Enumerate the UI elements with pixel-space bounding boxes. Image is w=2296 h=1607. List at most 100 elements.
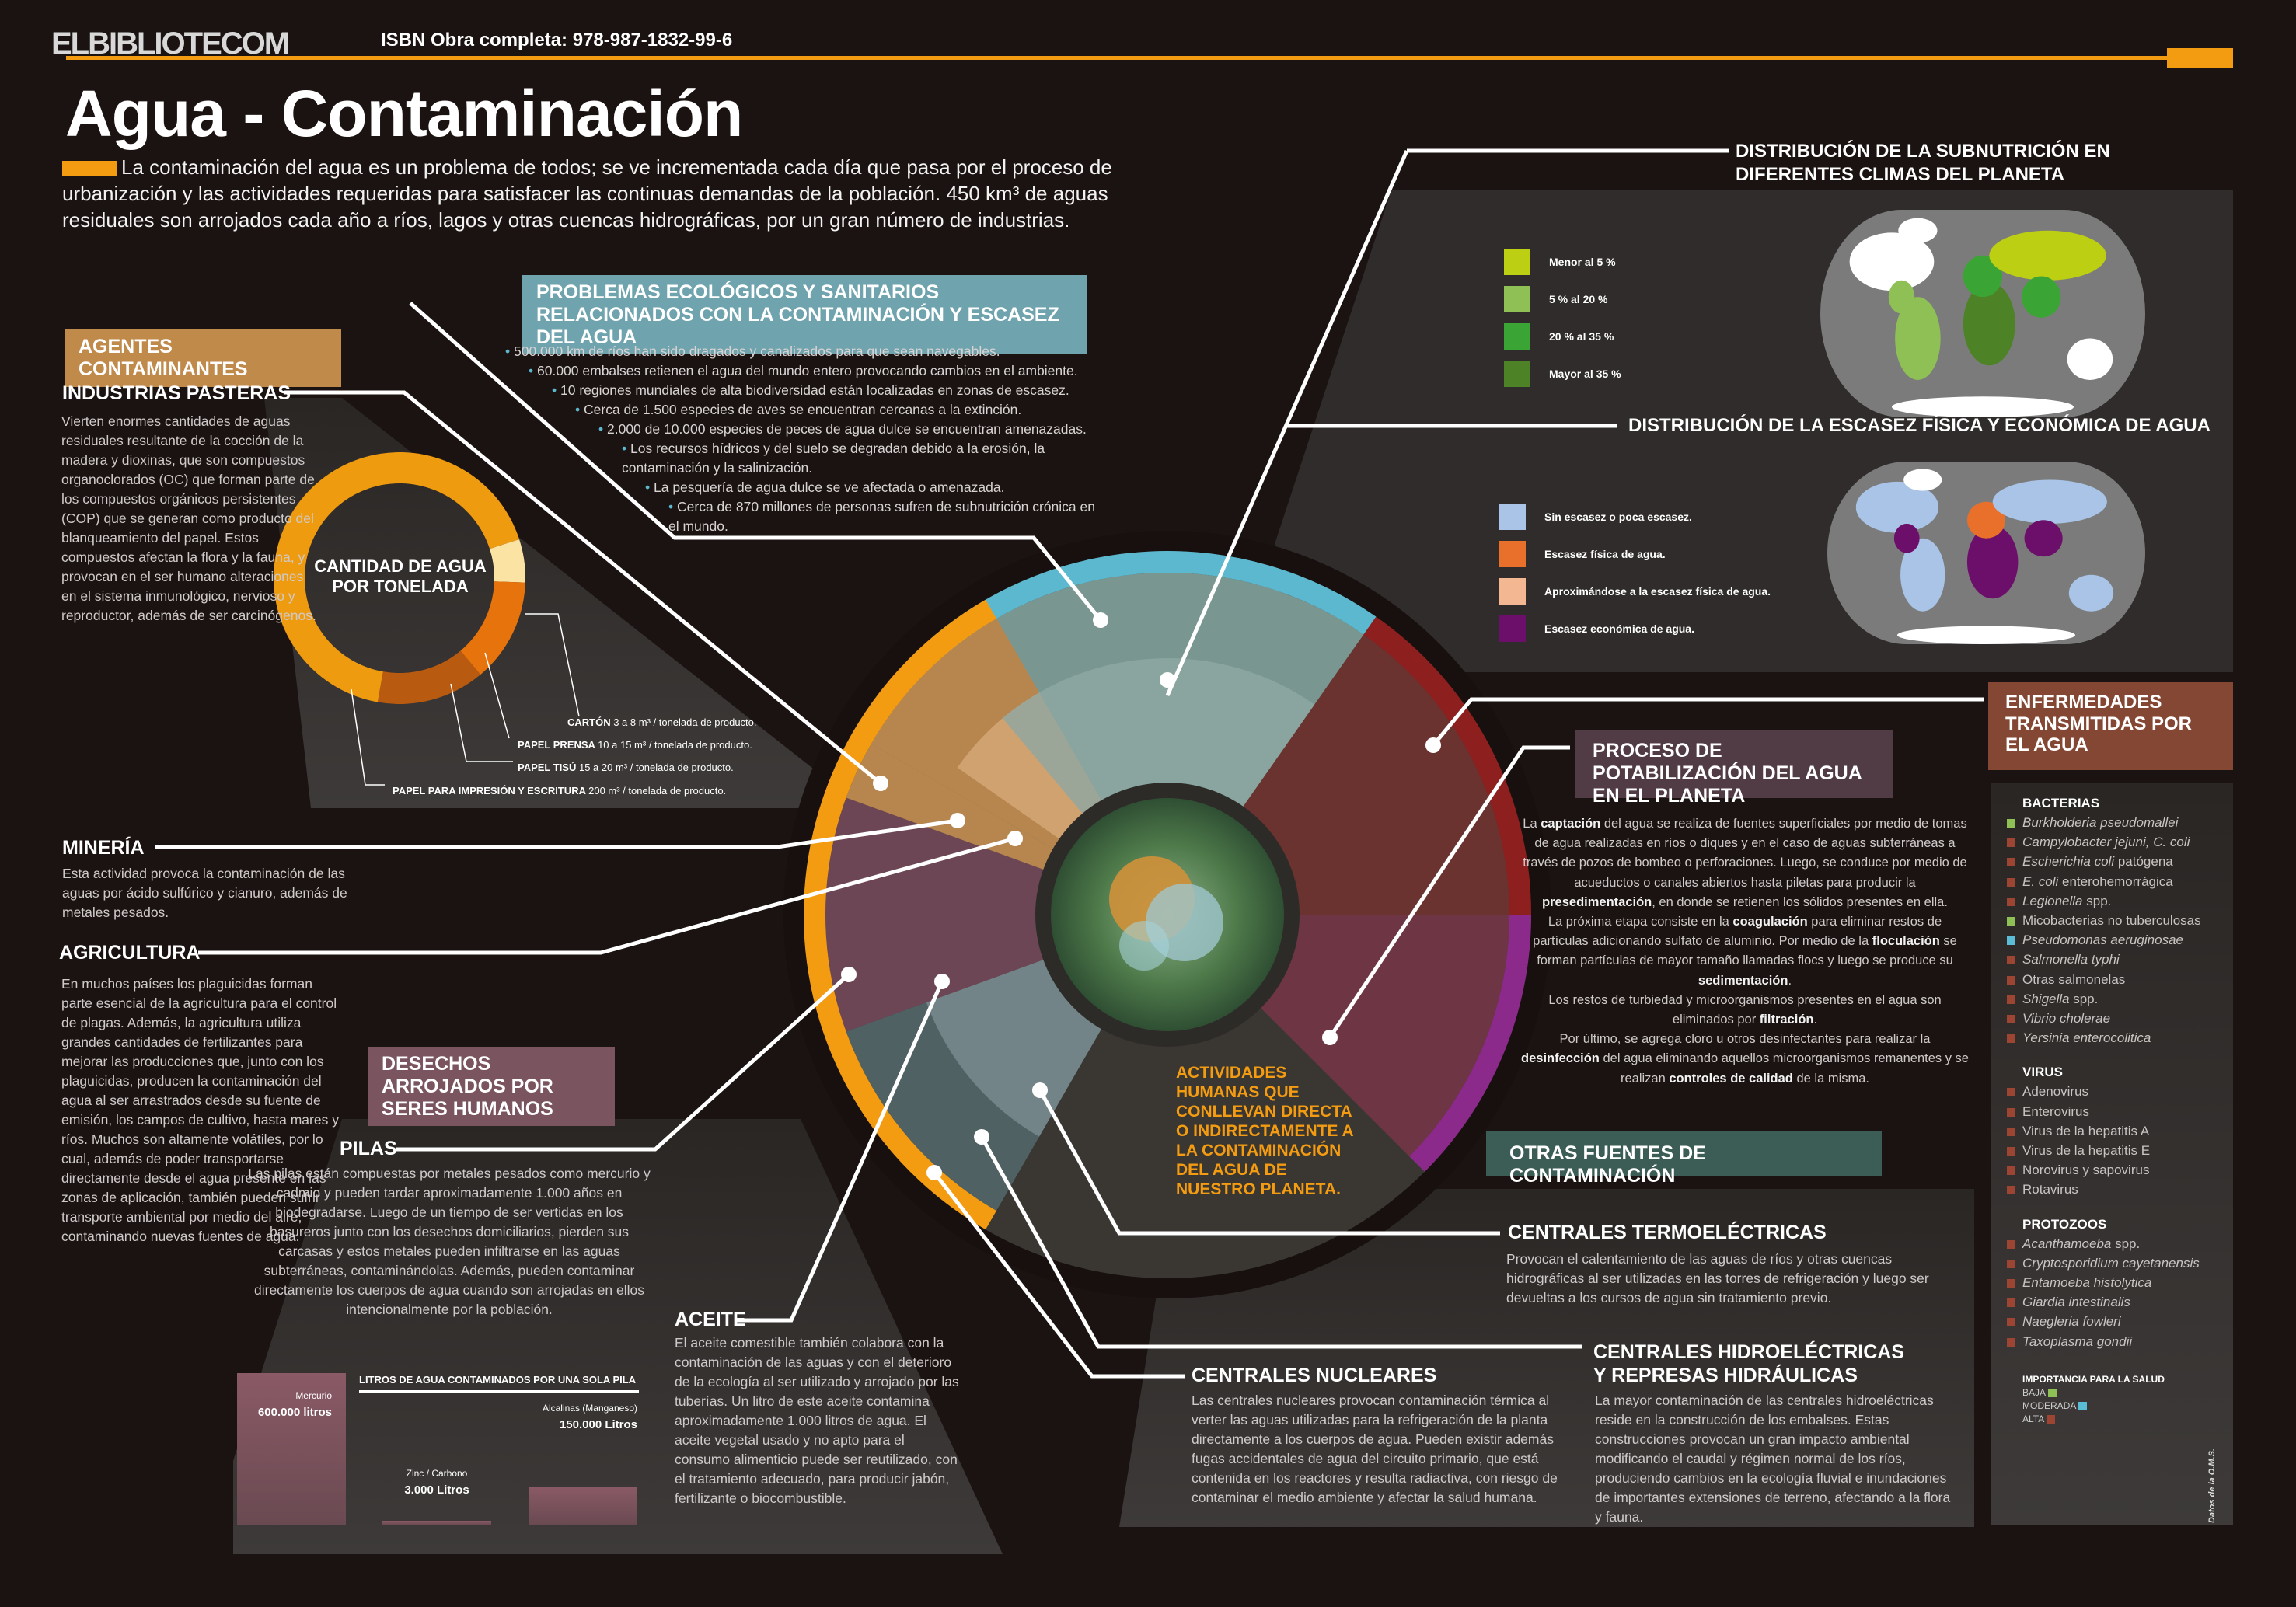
- disease-name: Shigella: [2022, 991, 2070, 1006]
- legend-label: 5 % al 20 %: [1549, 293, 1608, 305]
- proceso-text-segment: del agua eliminando aquellos microorgani…: [1599, 1051, 1969, 1086]
- problem-item: • Cerca de 870 millones de personas sufr…: [668, 497, 1104, 536]
- disease-item: Virus de la hepatitis E: [2007, 1141, 2232, 1160]
- ring-label-range: 10 a 15 m³ / tonelada de producto.: [598, 739, 752, 751]
- chart-title: LITROS DE AGUA CONTAMINADOS POR UNA SOLA…: [359, 1374, 639, 1393]
- ring-leader: [525, 613, 580, 717]
- problemas-title: PROBLEMAS ECOLÓGICOS Y SANITARIOS RELACI…: [522, 275, 1087, 355]
- proceso-paragraph: La próxima etapa consiste en la coagulac…: [1520, 912, 1970, 991]
- north-america: [1855, 481, 1939, 533]
- legend-swatch: [1499, 541, 1526, 567]
- ring-label: PAPEL PARA IMPRESIÓN Y ESCRITURA 200 m³ …: [393, 785, 726, 797]
- proceso-keyword: coagulación: [1732, 915, 1808, 929]
- legend-item: 5 % al 20 %: [1504, 286, 1608, 312]
- legend-item: 20 % al 35 %: [1504, 323, 1614, 350]
- legend-item: Escasez física de agua.: [1499, 541, 1666, 567]
- disease-item: Naegleria fowleri: [2007, 1312, 2232, 1331]
- proceso-keyword: floculación: [1872, 934, 1940, 949]
- disease-group-title: VIRUS: [2022, 1065, 2063, 1080]
- disease-item: E. coli enterohemorrágica: [2007, 872, 2232, 891]
- disease-item: Enterovirus: [2007, 1102, 2232, 1121]
- problem-item: • Los recursos hídricos y del suelo se d…: [622, 439, 1057, 478]
- problem-item: • 2.000 de 10.000 especies de peces de a…: [598, 420, 1220, 439]
- importance-swatch: [2007, 1034, 2015, 1044]
- ring-segment: [460, 581, 525, 675]
- problem-item: • 10 regiones mundiales de alta biodiver…: [552, 381, 1174, 400]
- disease-name: Pseudomonas aeruginosae: [2022, 932, 2183, 948]
- greenland: [1903, 469, 1942, 491]
- importance-swatch: [2007, 1337, 2015, 1347]
- proceso-text-segment: de la misma.: [1792, 1071, 1870, 1086]
- problem-item: • 500.000 km de ríos han sido dragados y…: [505, 342, 1127, 361]
- intro-body: La contaminación del agua es un problema…: [62, 155, 1112, 232]
- disease-name: Burkholderia pseudomallei: [2022, 815, 2179, 830]
- hidro-title: CENTRALES HIDROELÉCTRICAS Y REPRESAS HID…: [1593, 1341, 1905, 1386]
- world-maps: [1820, 210, 2145, 644]
- importance-swatch: [2007, 1279, 2015, 1288]
- small-sphere: [1119, 921, 1169, 971]
- disease-name: E. coli: [2022, 873, 2059, 889]
- otras-title: OTRAS FUENTES DE CONTAMINACIÓN: [1486, 1131, 1882, 1187]
- logo[interactable]: ELBIBLIOTECOM: [51, 26, 290, 61]
- disease-name: Acanthamoeba: [2022, 1236, 2112, 1251]
- disease-item: Campylobacter jejuni, C. coli: [2007, 832, 2232, 852]
- ring-label-name: PAPEL PRENSA: [518, 739, 598, 751]
- proceso-text: La captación del agua se realiza de fuen…: [1520, 814, 1970, 1089]
- leader-dot: [974, 1129, 989, 1145]
- disease-name: spp.: [2069, 991, 2099, 1006]
- importance-swatch: [2007, 819, 2015, 828]
- bar-0: [237, 1373, 346, 1525]
- segment-proceso-band: [1409, 915, 1531, 1172]
- bullet-dot: •: [529, 363, 537, 378]
- importance-swatch: [2007, 1259, 2015, 1268]
- disease-name: Taxoplasma gondii: [2022, 1333, 2133, 1349]
- disease-name: Cryptosporidium cayetanensis: [2022, 1255, 2200, 1271]
- proceso-paragraph: Los restos de turbiedad y microorganismo…: [1520, 991, 1970, 1030]
- problem-text: Los recursos hídricos y del suelo se deg…: [622, 441, 1045, 476]
- importance-label: ALTA: [2022, 1413, 2047, 1424]
- proceso-text-segment: , en donde se retienen los sólidos prese…: [1652, 894, 1948, 909]
- legend-label: Escasez física de agua.: [1544, 548, 1666, 560]
- importance-label: BAJA: [2022, 1386, 2048, 1398]
- ring-label: CARTÓN 3 a 8 m³ / tonelada de producto.: [567, 716, 757, 728]
- isbn: ISBN Obra completa: 978-987-1832-99-6: [381, 30, 733, 51]
- ring-leader: [484, 652, 510, 739]
- disease-item: Shigella spp.: [2007, 989, 2232, 1009]
- bar-value: 150.000 Litros: [559, 1418, 637, 1432]
- ring-label-name: CARTÓN: [567, 716, 614, 728]
- pasteras-text: Vierten enormes cantidades de aguas resi…: [61, 413, 316, 623]
- segment-desechos: [825, 797, 1059, 1032]
- leader-line: [933, 1171, 1185, 1379]
- legend-swatch: [1504, 249, 1530, 275]
- proceso-text-segment: se forman partículas de mayor tamaño lla…: [1537, 934, 1957, 968]
- disease-item: Norovirus y sapovirus: [2007, 1160, 2232, 1180]
- ring-label-range: 3 a 8 m³ / tonelada de producto.: [613, 716, 757, 728]
- legend-item: Escasez económica de agua.: [1499, 615, 1694, 642]
- importance-title: IMPORTANCIA PARA LA SALUD: [2022, 1373, 2165, 1385]
- problem-text: Cerca de 1.500 especies de aves se encue…: [584, 402, 1022, 417]
- bullet-dot: •: [622, 441, 630, 456]
- disease-name: Vibrio cholerae: [2022, 1011, 2111, 1027]
- segment-enfermedades-band: [1363, 616, 1531, 915]
- importance-swatch: [2007, 1186, 2015, 1195]
- mineria-text: Esta actividad provoca la contaminación …: [62, 866, 347, 920]
- importance-swatch: [2007, 975, 2015, 985]
- proceso-text-segment: del agua se realiza de fuentes superfici…: [1523, 817, 1967, 890]
- proceso-text-segment: .: [1788, 973, 1792, 988]
- south-america: [1900, 538, 1945, 612]
- disease-name: Micobacterias no tuberculosas: [2022, 913, 2201, 929]
- disease-item: Otras salmonelas: [2007, 970, 2232, 989]
- leader-dot: [873, 776, 888, 791]
- nucleares-text: Las centrales nucleares provocan contami…: [1192, 1393, 1558, 1505]
- disease-group-title: PROTOZOOS: [2022, 1216, 2107, 1232]
- ring-segment: [490, 539, 525, 583]
- segment-proceso: [1250, 915, 1509, 1157]
- north-america: [1849, 232, 1935, 291]
- disease-item: Cryptosporidium cayetanensis: [2007, 1253, 2232, 1273]
- proceso-keyword: captación: [1541, 817, 1601, 831]
- enfermedades-title: ENFERMEDADES TRANSMITIDAS POR EL AGUA: [1988, 682, 2233, 770]
- leader-dot: [841, 967, 857, 982]
- ring-title: CANTIDAD DE AGUA POR TONELADA: [314, 556, 487, 596]
- leader-line: [409, 302, 1102, 622]
